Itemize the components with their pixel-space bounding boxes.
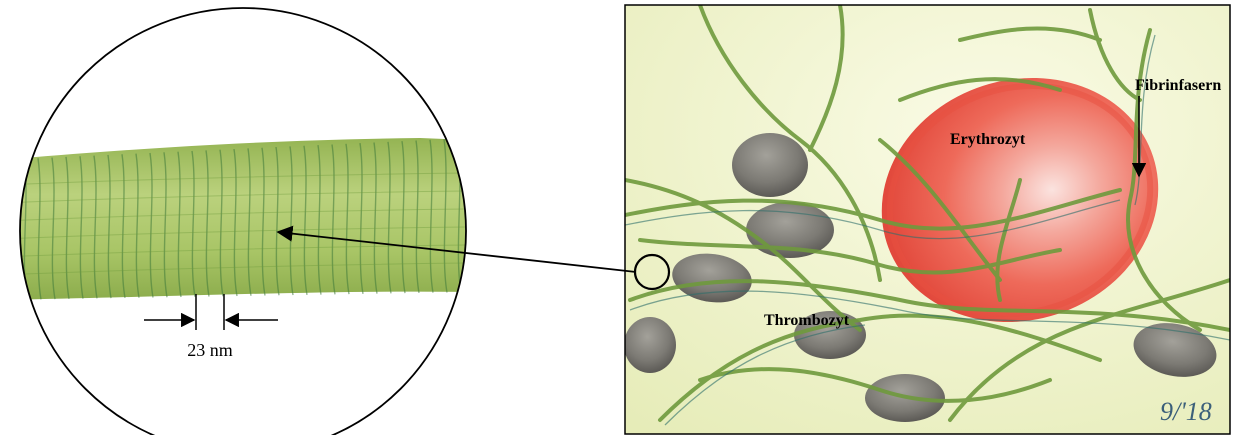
scale-label: 23 nm [187,340,233,360]
label-fibrin-fibers: Fibrinfasern [1135,77,1221,94]
zoom-view: 23 nm [0,8,470,435]
label-thrombocyte: Thrombozyt [764,312,850,329]
label-erythrocyte: Erythrozyt [950,131,1026,148]
blood-clot-illustration: Erythrozyt Fibrinfasern Thrombozyt 9/'18 [624,5,1230,434]
thrombocyte [624,317,676,373]
artist-signature: 9/'18 [1160,397,1212,426]
thrombocyte [732,133,808,197]
fiber-striation [10,160,13,300]
